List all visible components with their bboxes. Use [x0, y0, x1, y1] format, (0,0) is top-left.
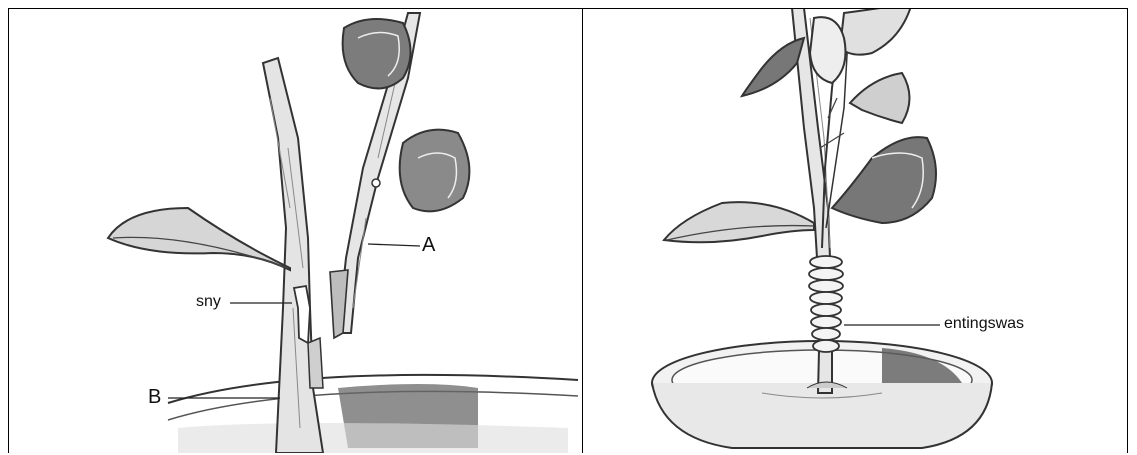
folded-scion-leaf — [832, 137, 936, 223]
diagram-table: A sny B — [8, 8, 1128, 453]
table-top-border — [8, 8, 1128, 9]
right-panel-completed-graft: entingswas — [582, 8, 1128, 453]
mid-right-leaf — [850, 73, 910, 123]
label-cut: sny — [196, 293, 221, 311]
scion-leaf-lower — [400, 130, 470, 212]
pointer-a — [368, 244, 420, 246]
table-middle-border — [582, 8, 583, 453]
label-b: B — [148, 386, 161, 409]
left-illustration — [8, 8, 582, 453]
left-panel-grafting-steps: A sny B — [8, 8, 582, 453]
label-wax: entingswas — [944, 315, 1024, 333]
rootstock-leaf — [108, 208, 290, 270]
right-illustration — [582, 8, 1128, 453]
table-right-border — [1127, 8, 1128, 453]
label-a: A — [422, 234, 435, 257]
grafting-wax-bands — [809, 256, 843, 352]
table-left-border — [8, 8, 9, 453]
upper-right-leaf — [840, 8, 912, 55]
top-folded-leaf — [810, 17, 846, 83]
rootstock-stem — [263, 58, 323, 453]
upper-left-leaf — [742, 38, 804, 96]
scion-leaf-top — [343, 19, 411, 88]
